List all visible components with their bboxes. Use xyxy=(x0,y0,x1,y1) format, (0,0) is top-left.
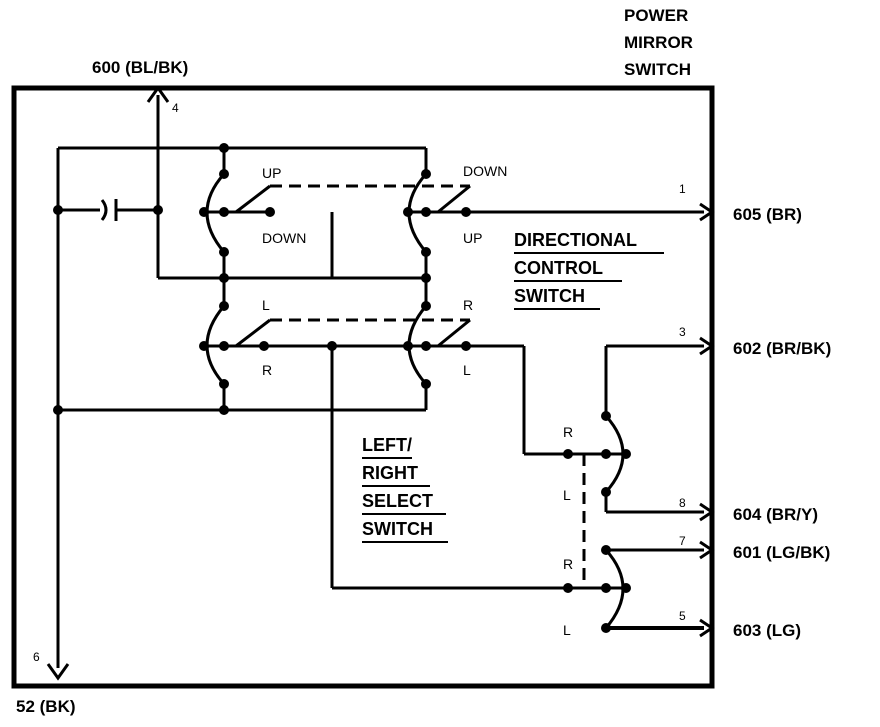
pin-6: 6 xyxy=(33,650,40,664)
connector-52: 52 (BK) xyxy=(16,697,76,716)
pin-1: 1 xyxy=(679,182,686,196)
dir-blade-left xyxy=(235,184,271,214)
svg-text:SWITCH: SWITCH xyxy=(514,286,585,306)
svg-text:RIGHT: RIGHT xyxy=(362,463,418,483)
connector-603: 603 (LG) xyxy=(733,621,801,640)
pos-r-selector-lower: R xyxy=(563,556,573,572)
pos-l-selector-lower: L xyxy=(563,622,571,638)
lr-blade-left xyxy=(235,318,271,348)
pos-up-right: UP xyxy=(463,230,482,246)
arrow-pin6 xyxy=(46,663,70,681)
lr-blade-right xyxy=(437,318,471,348)
pin-3: 3 xyxy=(679,325,686,339)
switch-housing xyxy=(11,85,715,689)
pos-r-right: R xyxy=(463,297,473,313)
arrow-pin1 xyxy=(699,202,715,222)
arrow-pin4 xyxy=(146,85,170,103)
pin-4: 4 xyxy=(172,101,179,115)
pos-l-selector-upper: L xyxy=(563,487,571,503)
title-line-3: SWITCH xyxy=(624,60,691,79)
pos-r-left: R xyxy=(262,362,272,378)
arrow-pin5 xyxy=(699,618,715,638)
svg-text:SELECT: SELECT xyxy=(362,491,433,511)
arrow-pin3 xyxy=(699,336,715,356)
connector-605: 605 (BR) xyxy=(733,205,802,224)
pos-l-right: L xyxy=(463,362,471,378)
pos-down-right: DOWN xyxy=(463,163,507,179)
connector-604: 604 (BR/Y) xyxy=(733,505,818,524)
pin-7: 7 xyxy=(679,534,686,548)
directional-control-switch-label: DIRECTIONAL CONTROL SWITCH xyxy=(514,230,664,310)
connector-600: 600 (BL/BK) xyxy=(92,58,188,77)
title-line-2: MIRROR xyxy=(624,33,693,52)
junction-dots xyxy=(53,143,631,633)
pos-l-left: L xyxy=(262,297,270,313)
wires xyxy=(46,85,715,681)
arrow-pin8 xyxy=(699,502,715,522)
connector-601: 601 (LG/BK) xyxy=(733,543,830,562)
svg-text:LEFT/: LEFT/ xyxy=(362,435,412,455)
arrow-pin7 xyxy=(699,540,715,560)
capacitor-plate-curved xyxy=(100,199,108,221)
pin-5: 5 xyxy=(679,609,686,623)
pos-up-left: UP xyxy=(262,165,281,181)
title-line-1: POWER xyxy=(624,6,688,25)
pos-down-left: DOWN xyxy=(262,230,306,246)
svg-text:SWITCH: SWITCH xyxy=(362,519,433,539)
selector-switch xyxy=(582,415,625,629)
pos-r-selector-upper: R xyxy=(563,424,573,440)
svg-text:CONTROL: CONTROL xyxy=(514,258,603,278)
pin-8: 8 xyxy=(679,496,686,510)
connector-602: 602 (BR/BK) xyxy=(733,339,831,358)
dir-blade-right xyxy=(437,184,471,214)
left-right-select-switch-label: LEFT/ RIGHT SELECT SWITCH xyxy=(362,435,448,543)
svg-text:DIRECTIONAL: DIRECTIONAL xyxy=(514,230,637,250)
